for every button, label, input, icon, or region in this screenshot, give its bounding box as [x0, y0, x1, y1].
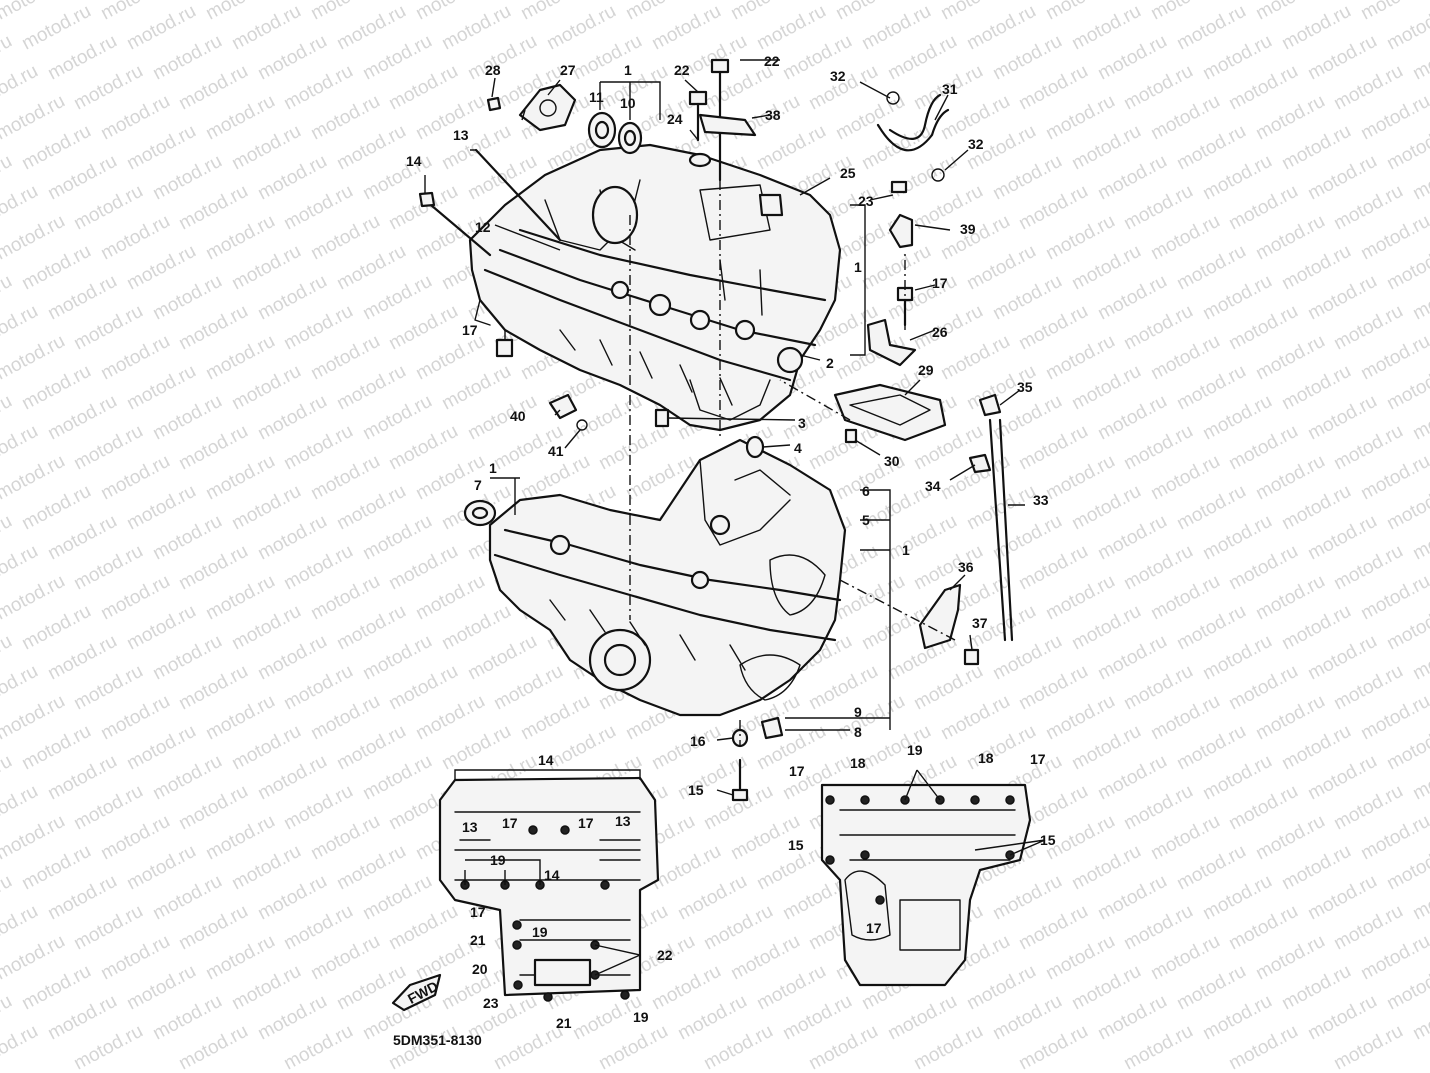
- callout-20: 20: [472, 961, 488, 977]
- watermark-text: motod.ru: [0, 1021, 42, 1073]
- callout-14: 14: [544, 867, 560, 883]
- callout-5: 5: [862, 512, 870, 528]
- bottom-view-right: [820, 769, 1046, 987]
- callout-4: 4: [794, 440, 802, 456]
- callout-3: 3: [798, 415, 806, 431]
- callout-28: 28: [485, 62, 501, 78]
- callout-18: 18: [978, 750, 994, 766]
- callout-19: 19: [633, 1009, 649, 1025]
- callout-10: 10: [620, 95, 636, 111]
- callout-34: 34: [925, 478, 941, 494]
- callout-18: 18: [850, 755, 866, 771]
- callout-labels: 1 1 1 1 2 3 4 5 6 7 8 9 10 11 12 13 14 1…: [406, 53, 1056, 1031]
- callout-39: 39: [960, 221, 976, 237]
- callout-27: 27: [560, 62, 576, 78]
- callout-33: 33: [1033, 492, 1049, 508]
- callout-31: 31: [942, 81, 958, 97]
- callout-17: 17: [462, 322, 478, 338]
- callout-23: 23: [858, 193, 874, 209]
- callout-22: 22: [764, 53, 780, 69]
- callout-21: 21: [470, 932, 486, 948]
- callout-15: 15: [788, 837, 804, 853]
- callout-17: 17: [470, 904, 486, 920]
- callout-30: 30: [884, 453, 900, 469]
- callout-17: 17: [866, 920, 882, 936]
- callout-29: 29: [918, 362, 934, 378]
- callout-13: 13: [615, 813, 631, 829]
- callout-16: 16: [690, 733, 706, 749]
- callout-35: 35: [1017, 379, 1033, 395]
- callout-13: 13: [453, 127, 469, 143]
- callout-38: 38: [765, 107, 781, 123]
- callout-25: 25: [840, 165, 856, 181]
- callout-32: 32: [830, 68, 846, 84]
- callout-37: 37: [972, 615, 988, 631]
- callout-36: 36: [958, 559, 974, 575]
- diagram-code: 5DM351-8130: [393, 1032, 482, 1048]
- lower-crankcase: [488, 438, 847, 717]
- callout-2: 2: [826, 355, 834, 371]
- callout-21: 21: [556, 1015, 572, 1031]
- callout-40: 40: [510, 408, 526, 424]
- callout-17: 17: [502, 815, 518, 831]
- callout-12: 12: [475, 219, 491, 235]
- callout-8: 8: [854, 724, 862, 740]
- callout-1: 1: [854, 259, 862, 275]
- callout-23: 23: [483, 995, 499, 1011]
- callout-41: 41: [548, 443, 564, 459]
- upper-crankcase: [468, 143, 842, 432]
- callout-6: 6: [862, 483, 870, 499]
- callout-11: 11: [589, 89, 604, 105]
- callout-17: 17: [1030, 751, 1046, 767]
- callout-17: 17: [578, 815, 594, 831]
- callout-22: 22: [657, 947, 673, 963]
- callout-17: 17: [789, 763, 805, 779]
- loose-parts: [418, 58, 1014, 802]
- callout-24: 24: [667, 111, 683, 127]
- callout-1: 1: [489, 460, 497, 476]
- bottom-view-left: [438, 769, 660, 1002]
- callout-14: 14: [538, 752, 554, 768]
- fwd-arrow: FWD: [391, 973, 442, 1012]
- callout-15: 15: [1040, 832, 1056, 848]
- callout-17: 17: [932, 275, 948, 291]
- callout-14: 14: [406, 153, 422, 169]
- callout-1: 1: [902, 542, 910, 558]
- callout-19: 19: [907, 742, 923, 758]
- callout-7: 7: [474, 477, 482, 493]
- callout-22: 22: [674, 62, 690, 78]
- callout-9: 9: [854, 704, 862, 720]
- callout-15: 15: [688, 782, 704, 798]
- callout-19: 19: [490, 852, 506, 868]
- callout-19: 19: [532, 924, 548, 940]
- callout-13: 13: [462, 819, 478, 835]
- callout-1: 1: [624, 62, 632, 78]
- callout-26: 26: [932, 324, 948, 340]
- callout-32: 32: [968, 136, 984, 152]
- leader-lines: [424, 59, 1025, 796]
